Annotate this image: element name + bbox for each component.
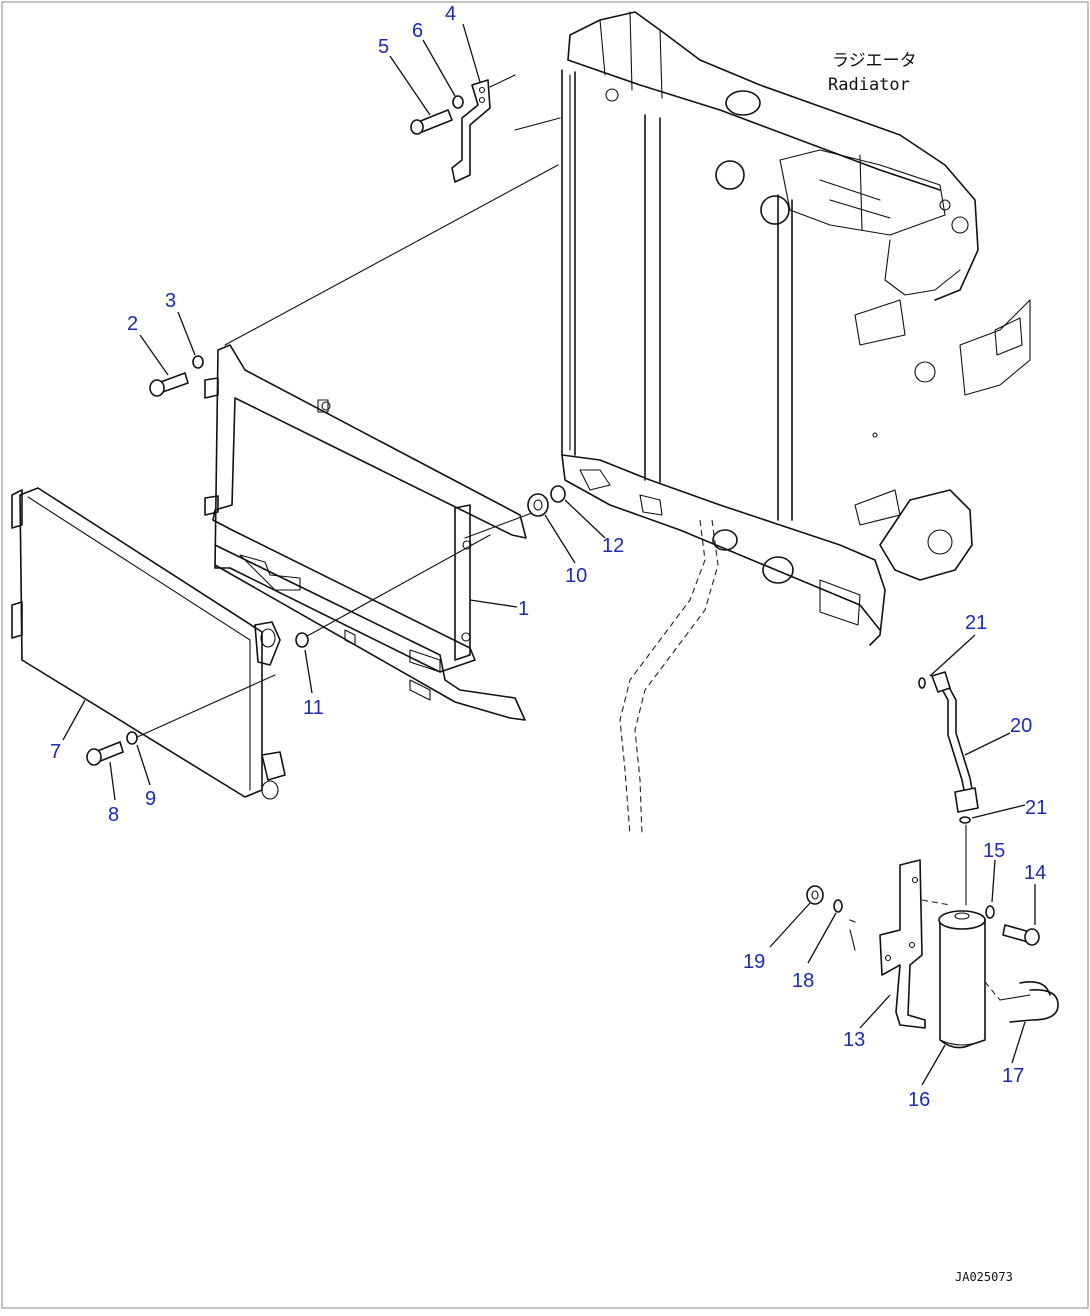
callout-21-top: 21	[965, 612, 987, 634]
callout-17: 17	[1002, 1065, 1024, 1087]
radiator-assembly	[561, 11, 1031, 836]
receiver-tank-16	[938, 910, 986, 1049]
bolt-8	[86, 741, 124, 766]
projection-line-4	[514, 117, 561, 131]
callout-8: 8	[108, 804, 119, 826]
washer-3	[192, 355, 204, 369]
nut-11	[295, 632, 309, 648]
drawing-code: JA025073	[955, 1270, 1013, 1284]
callout-2: 2	[127, 313, 138, 335]
o-ring-21-top	[918, 677, 926, 689]
bolt-5	[410, 109, 453, 135]
washer-12	[550, 485, 566, 503]
washer-18	[833, 899, 843, 913]
washer-9	[126, 731, 138, 745]
callout-11: 11	[303, 697, 324, 719]
condenser	[11, 487, 286, 800]
callout-7: 7	[50, 741, 61, 763]
u-bolt-17	[999, 981, 1059, 1023]
radiator-label-en: Radiator	[828, 75, 910, 95]
callout-9: 9	[145, 788, 156, 810]
callout-10: 10	[565, 565, 587, 587]
bracket-4	[451, 79, 491, 183]
receiver-bracket-13	[849, 859, 926, 1029]
radiator-label-jp: ラジエータ	[832, 51, 917, 71]
callout-21-bottom: 21	[1025, 797, 1047, 819]
callout-20: 20	[1010, 715, 1032, 737]
callout-5: 5	[378, 36, 389, 58]
nut-19	[806, 885, 824, 905]
hose-20	[931, 671, 979, 813]
projection-line-1-top	[224, 164, 559, 346]
projection-line-4b	[489, 74, 516, 88]
callout-12: 12	[602, 535, 624, 557]
o-ring-21-bottom	[959, 816, 971, 824]
washer-15	[985, 905, 995, 919]
bolt-2	[149, 372, 189, 397]
callout-1: 1	[518, 598, 529, 620]
callout-18: 18	[792, 970, 814, 992]
callout-15: 15	[983, 840, 1005, 862]
projection-line-11	[299, 534, 491, 641]
callout-14: 14	[1024, 862, 1046, 884]
bolt-14	[1002, 924, 1040, 946]
callout-leaders	[62, 23, 1036, 1086]
callout-19: 19	[743, 951, 765, 973]
callout-6: 6	[412, 20, 423, 42]
callout-3: 3	[165, 290, 176, 312]
callout-16: 16	[908, 1089, 930, 1111]
mounting-frame	[204, 344, 527, 721]
callout-4: 4	[445, 3, 456, 25]
callout-13: 13	[843, 1029, 865, 1051]
projection-line-8	[134, 674, 276, 739]
callout-numbers: 4 5 6 2 3 1 10 12 11 7 8 9 21 20 21 15 1…	[50, 3, 1047, 1111]
projection-line-10	[464, 509, 541, 539]
washer-6	[452, 95, 464, 109]
nut-10	[527, 493, 549, 517]
